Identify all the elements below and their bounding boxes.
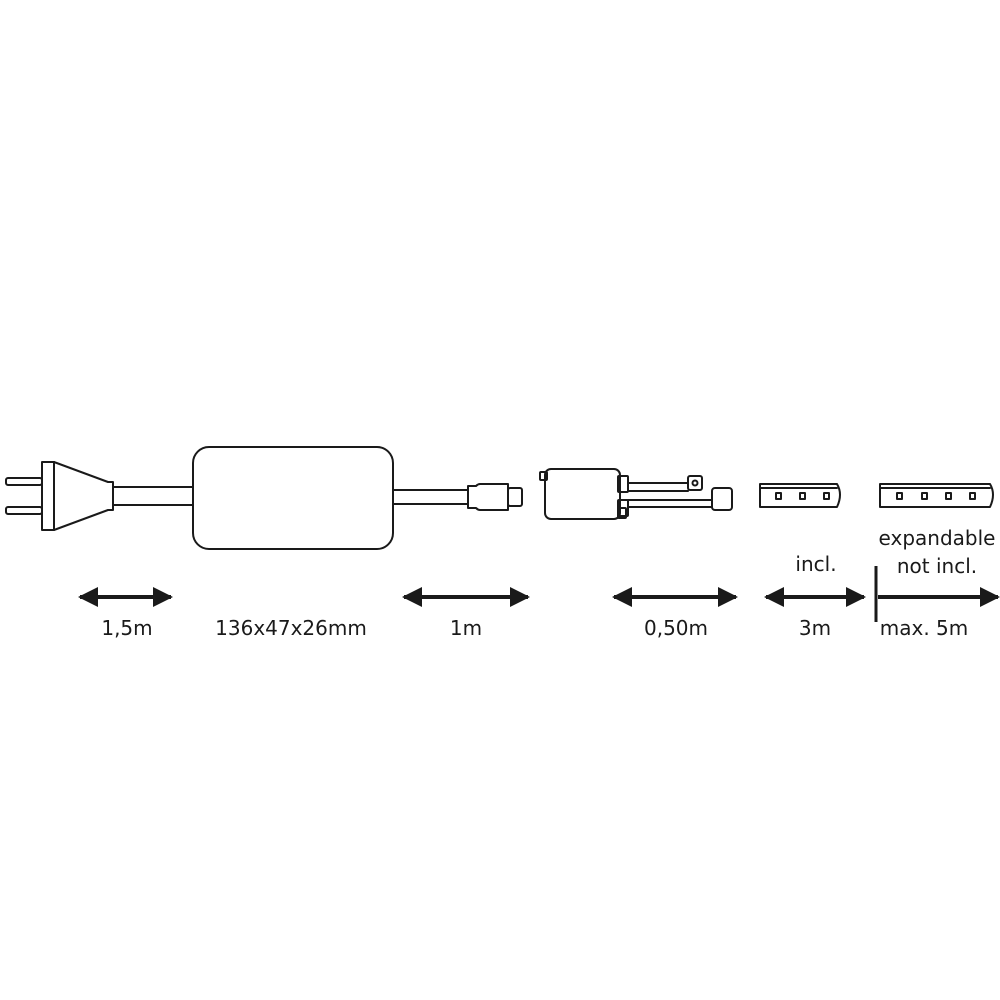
led-strip-expandable-icon bbox=[879, 483, 994, 508]
controller-icon bbox=[539, 468, 629, 520]
label-controller-cable: 0,50m bbox=[643, 616, 709, 640]
dc-connector-icon bbox=[467, 483, 523, 511]
euro-plug-icon bbox=[5, 461, 114, 531]
power-supply-icon bbox=[192, 446, 394, 550]
controller-cable-icon bbox=[627, 482, 713, 508]
label-output-cable: 1m bbox=[449, 616, 483, 640]
output-cable-icon bbox=[392, 489, 469, 505]
strip-connector-icon bbox=[711, 487, 733, 511]
led-strip-included-icon bbox=[759, 483, 841, 508]
label-plug-cable: 1,5m bbox=[101, 616, 153, 640]
label-not-included: not incl. bbox=[896, 554, 978, 578]
plug-cable-icon bbox=[112, 486, 194, 506]
label-strip-length: 3m bbox=[798, 616, 832, 640]
label-expandable: expandable bbox=[878, 526, 996, 550]
sensor-button-icon bbox=[687, 475, 703, 491]
label-driver-size: 136x47x26mm bbox=[215, 616, 367, 640]
label-max-length: max. 5m bbox=[879, 616, 969, 640]
label-included: incl. bbox=[795, 552, 837, 576]
